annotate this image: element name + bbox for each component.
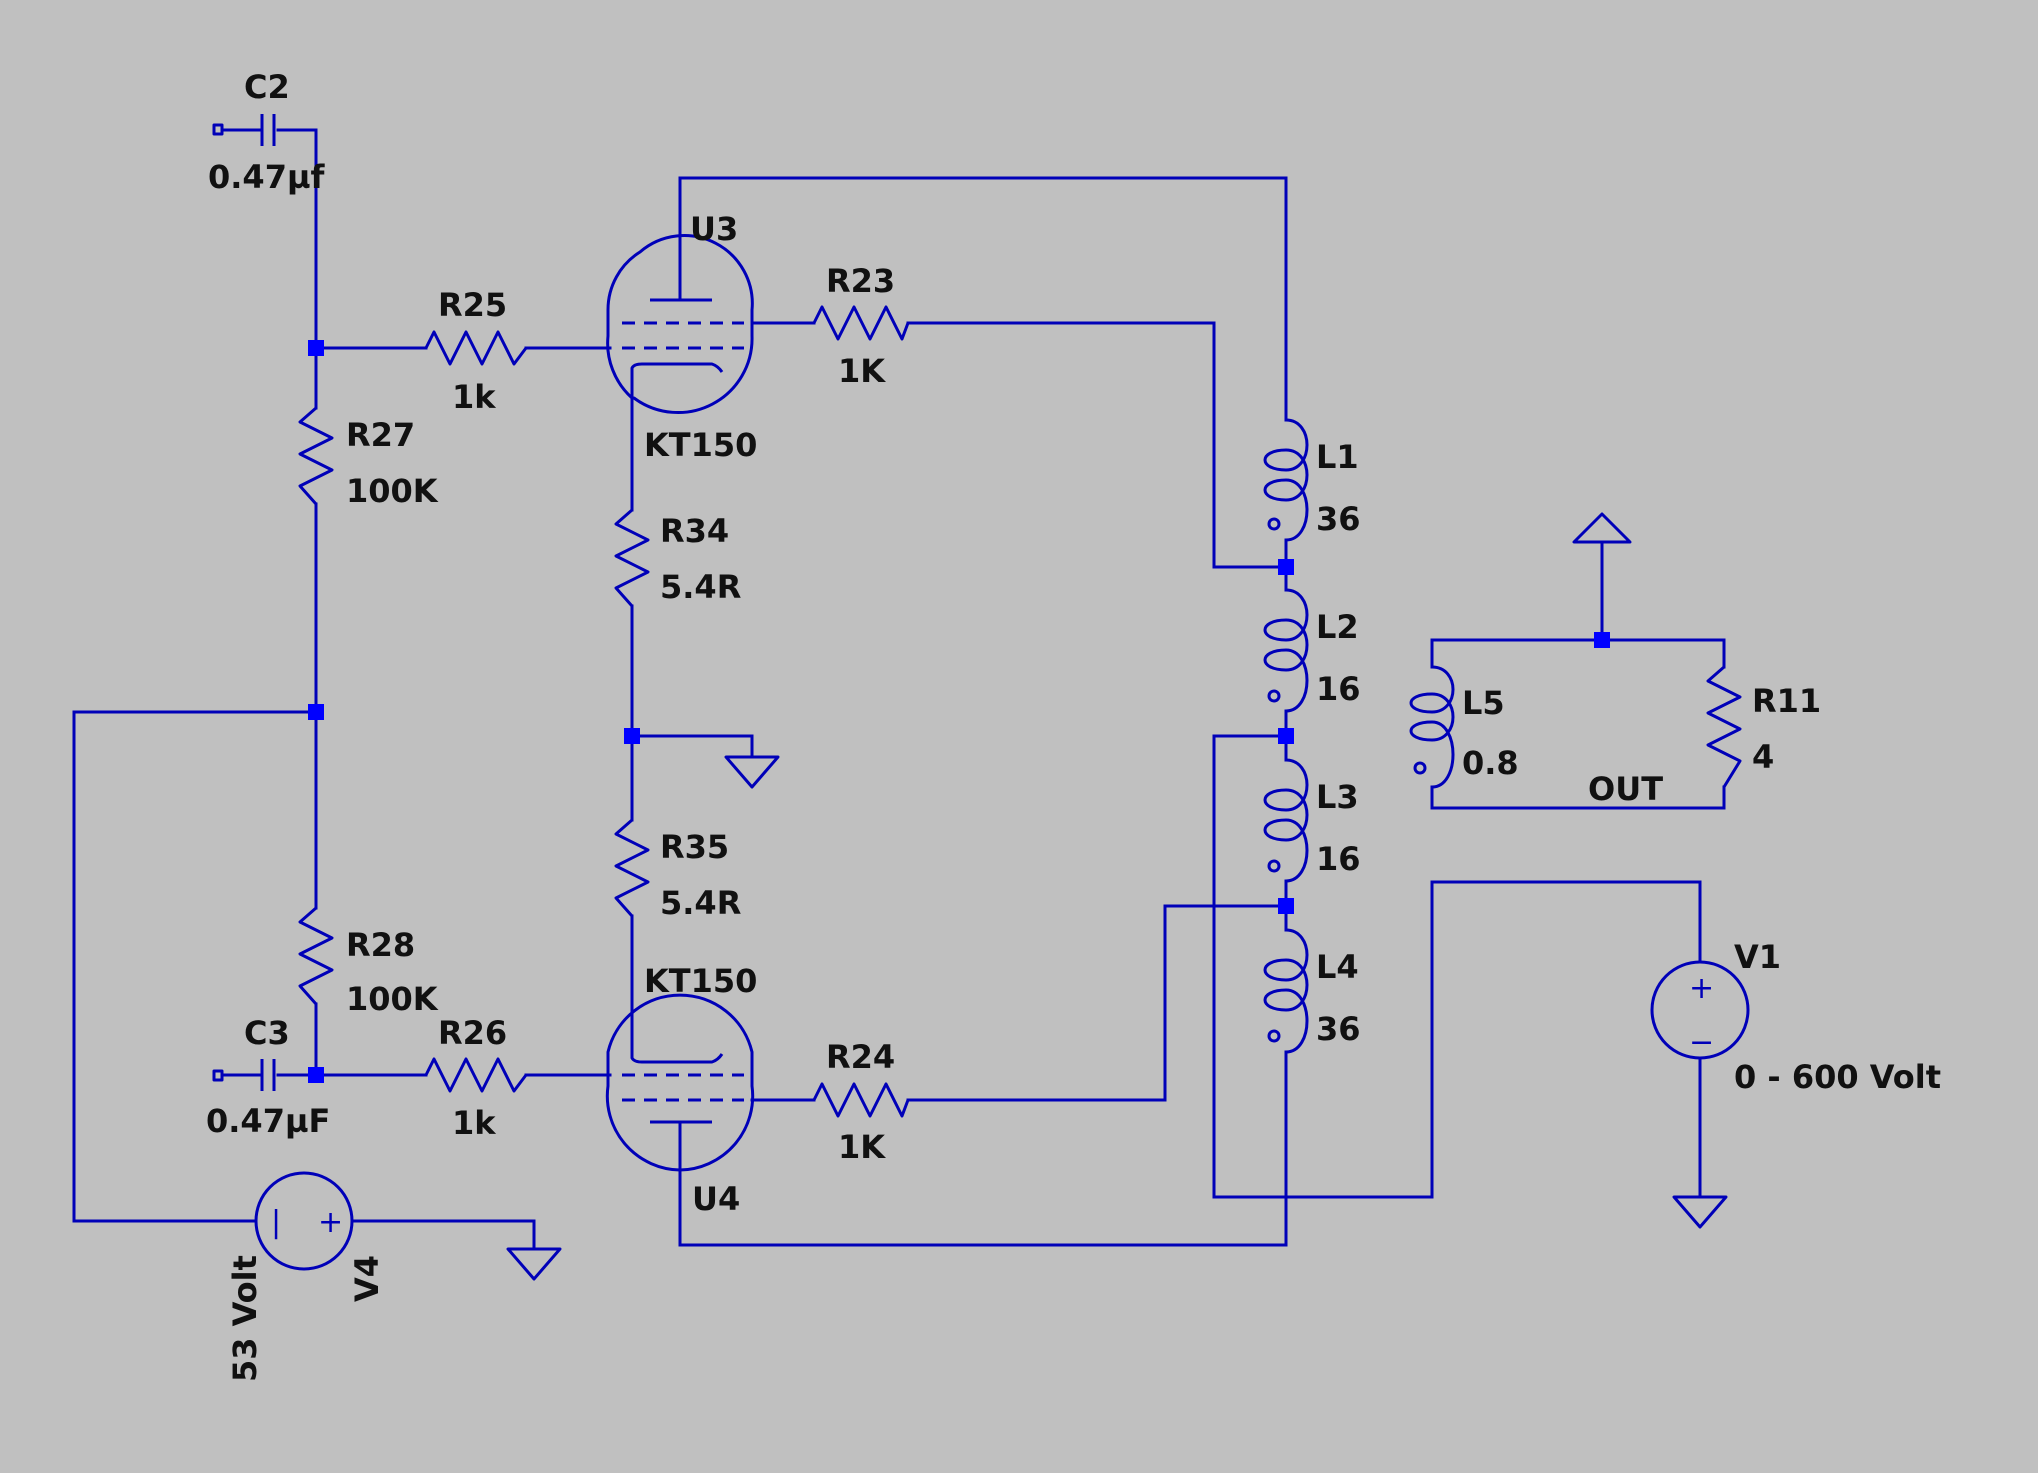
v4-minus-sign: | [271, 1205, 281, 1240]
r26-ref: R26 [438, 1014, 507, 1052]
out-label: OUT [1588, 770, 1663, 808]
capacitor-c2[interactable]: C2 0.47µf [208, 68, 326, 196]
r23-ref: R23 [826, 262, 895, 300]
r11-value: 4 [1752, 738, 1774, 776]
r24-value: 1K [838, 1128, 886, 1166]
tube-u4[interactable]: KT150 U4 [605, 962, 757, 1218]
junction-dot [1278, 898, 1294, 914]
resistor-r26[interactable]: R26 1k [424, 1014, 528, 1142]
l1-value: 36 [1316, 500, 1361, 538]
u3-ref: U3 [690, 210, 738, 248]
junction-dot [1278, 559, 1294, 575]
junctions [308, 340, 1610, 1083]
l5-ref: L5 [1462, 684, 1505, 722]
l5-value: 0.8 [1462, 744, 1519, 782]
l2-value: 16 [1316, 670, 1361, 708]
l4-value: 36 [1316, 1010, 1361, 1048]
r27-value: 100K [346, 472, 439, 510]
r35-value: 5.4R [660, 884, 741, 922]
resistor-r24[interactable]: R24 1K [812, 1038, 910, 1166]
v1-plus-sign: + [1689, 971, 1714, 1006]
junction-dot [308, 1067, 324, 1083]
r24-ref: R24 [826, 1038, 895, 1076]
r26-value: 1k [452, 1104, 496, 1142]
out-port[interactable]: OUT [1572, 512, 1663, 808]
junction-dot [308, 704, 324, 720]
resistor-r34[interactable]: R34 5.4R [614, 508, 741, 607]
ground-symbol [724, 755, 780, 789]
junction-dot [1594, 632, 1610, 648]
l3-ref: L3 [1316, 778, 1359, 816]
c2-value: 0.47µf [208, 158, 326, 196]
c3-value: 0.47µF [206, 1102, 330, 1140]
r23-value: 1K [838, 352, 886, 390]
c2-ref: C2 [244, 68, 290, 106]
l2-ref: L2 [1316, 608, 1359, 646]
voltage-source-v1[interactable]: + − V1 0 - 600 Volt [1650, 938, 1941, 1096]
v4-plus-sign: + [318, 1205, 343, 1240]
resistor-r25[interactable]: R25 1k [424, 286, 528, 416]
wires [72, 128, 1726, 1251]
r25-value: 1k [452, 378, 496, 416]
v1-value: 0 - 600 Volt [1734, 1058, 1941, 1096]
r25-ref: R25 [438, 286, 507, 324]
voltage-source-v4[interactable]: | + 53 Volt V4 [226, 1171, 386, 1382]
v1-minus-sign: − [1689, 1025, 1714, 1060]
resistor-r35[interactable]: R35 5.4R [614, 818, 741, 922]
inductor-l3[interactable]: L3 16 [1263, 758, 1361, 883]
resistor-r27[interactable]: R27 100K [298, 406, 439, 510]
v4-value: 53 Volt [226, 1255, 264, 1382]
r35-ref: R35 [660, 828, 729, 866]
resistor-r23[interactable]: R23 1K [812, 262, 910, 390]
inductor-l5[interactable]: L5 0.8 [1409, 665, 1519, 789]
junction-dot [1278, 728, 1294, 744]
capacitor-c3[interactable]: C3 0.47µF [206, 1014, 330, 1140]
ground-symbol [506, 1247, 562, 1281]
inductor-l2[interactable]: L2 16 [1263, 588, 1361, 713]
r11-ref: R11 [1752, 682, 1821, 720]
u4-ref: U4 [692, 1180, 740, 1218]
u4-value: KT150 [644, 962, 757, 1000]
r28-ref: R28 [346, 926, 415, 964]
inductor-l4[interactable]: L4 36 [1263, 928, 1361, 1054]
inductor-l1[interactable]: L1 36 [1263, 418, 1361, 542]
ground-symbol [1672, 1195, 1728, 1229]
r34-ref: R34 [660, 512, 729, 550]
junction-dot [308, 340, 324, 356]
r34-value: 5.4R [660, 568, 741, 606]
junction-dot [624, 728, 640, 744]
r27-ref: R27 [346, 416, 415, 454]
resistor-r11[interactable]: R11 4 [1706, 665, 1821, 788]
l4-ref: L4 [1316, 948, 1359, 986]
c3-ref: C3 [244, 1014, 290, 1052]
tube-u3[interactable]: U3 KT150 [606, 210, 758, 464]
l1-ref: L1 [1316, 438, 1359, 476]
l3-value: 16 [1316, 840, 1361, 878]
resistor-r28[interactable]: R28 100K [298, 906, 439, 1018]
v4-ref: V4 [348, 1255, 386, 1302]
r28-value: 100K [346, 980, 439, 1018]
v1-ref: V1 [1734, 938, 1781, 976]
u3-value: KT150 [644, 426, 757, 464]
